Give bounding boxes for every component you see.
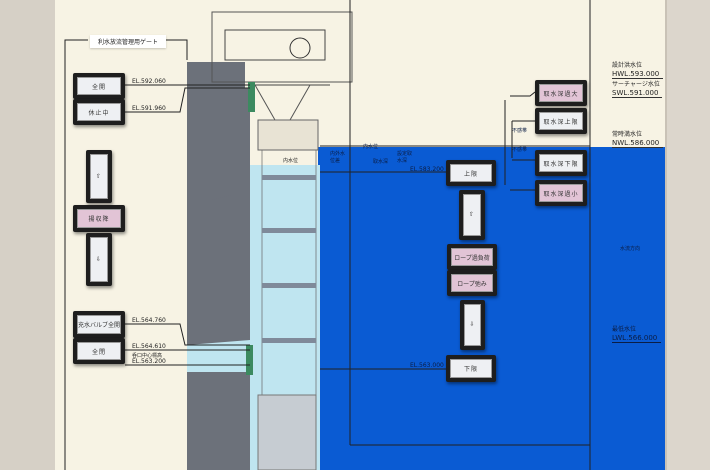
elevation-label: EL.583.200 — [410, 166, 444, 173]
elevation-label: EL.563.000 — [410, 362, 444, 369]
elevation-label: EL.563.200 — [132, 358, 166, 365]
outlet-center-label: 呑口中心標高 — [132, 353, 163, 359]
depth-upper-limit-indicator[interactable]: 取水深上限 — [535, 108, 587, 134]
fully-open-indicator[interactable]: 全開 — [73, 73, 125, 99]
depth-excess-indicator[interactable]: 取水深過大 — [535, 80, 587, 106]
button-label: 下限 — [450, 359, 492, 378]
lower-limit-indicator[interactable]: 下限 — [446, 355, 496, 382]
level-diff-label: 内外水位差 — [330, 151, 346, 164]
button-label: 取水深過大 — [539, 84, 583, 102]
rope-slack-indicator[interactable]: ロープ弛み — [447, 270, 497, 296]
depth-lower-limit-indicator[interactable]: 取水深下限 — [535, 150, 587, 176]
depth-insufficient-indicator[interactable]: 取水深過小 — [535, 180, 587, 206]
fill-valve-open-indicator[interactable]: 充水バルブ全開 — [73, 311, 125, 338]
upper-limit-indicator[interactable]: 上限 — [446, 160, 496, 186]
button-label: ロープ過負荷 — [451, 248, 493, 266]
inner-level-label: 内水位 — [283, 158, 299, 164]
deadband-label: 不感帯 — [512, 147, 528, 153]
button-label: ロープ弛み — [451, 274, 493, 292]
deadband-label: 不感帯 — [512, 128, 528, 134]
flow-direction-label: 水流方向 — [620, 246, 641, 252]
arrow-down-icon: ⇩ — [464, 304, 481, 346]
button-label: 取水深下限 — [539, 154, 583, 172]
title-label: 利水放流管理用ゲート — [90, 35, 167, 48]
button-label: 揚収降 — [77, 209, 121, 228]
lower-intake-button[interactable]: ⇩ — [460, 300, 485, 350]
water-level-value: SWL.591.000 — [612, 89, 663, 98]
set-depth-label: 設定取水深 — [397, 151, 413, 164]
water-level-value: NWL.586.000 — [612, 139, 664, 148]
arrow-up-icon: ⇧ — [90, 154, 108, 199]
intake-depth-label: 取水深 — [373, 159, 389, 165]
lower-button[interactable]: ⇩ — [86, 233, 112, 286]
rope-overload-indicator[interactable]: ロープ過負荷 — [447, 244, 497, 270]
inner-level-label: 内水位 — [363, 144, 379, 150]
button-label: 取水深過小 — [539, 184, 583, 202]
elevation-label: EL.564.760 — [132, 317, 166, 324]
button-label: 全閉 — [77, 342, 121, 360]
hoist-status-indicator[interactable]: 揚収降 — [73, 205, 125, 232]
wall — [665, 0, 710, 470]
elevation-label: EL.564.610 — [132, 343, 166, 350]
raise-intake-button[interactable]: ⇧ — [459, 190, 485, 240]
water-level-value: LWL.566.000 — [612, 334, 662, 343]
button-label: 取水深上限 — [539, 112, 583, 130]
elevation-label: EL.592.060 — [132, 78, 166, 85]
water-level-name: 設計洪水位 — [612, 62, 643, 69]
button-label: 休止中 — [77, 103, 121, 121]
button-label: 全開 — [77, 77, 121, 95]
arrow-up-icon: ⇧ — [463, 194, 481, 236]
elevation-label: EL.591.960 — [132, 105, 166, 112]
water-level-name: 常時満水位 — [612, 131, 643, 138]
reservoir-water — [318, 147, 665, 470]
idle-indicator[interactable]: 休止中 — [73, 99, 125, 125]
button-label: 上限 — [450, 164, 492, 182]
water-level-name: 最低水位 — [612, 326, 637, 333]
fully-closed-indicator[interactable]: 全閉 — [73, 338, 125, 364]
outlet-conduit — [187, 340, 250, 372]
raise-button[interactable]: ⇧ — [86, 150, 112, 203]
water-level-value: HWL.593.000 — [612, 70, 664, 79]
arrow-down-icon: ⇩ — [90, 237, 108, 282]
button-label: 充水バルブ全開 — [77, 315, 121, 334]
water-level-name: サーチャージ水位 — [612, 81, 660, 88]
